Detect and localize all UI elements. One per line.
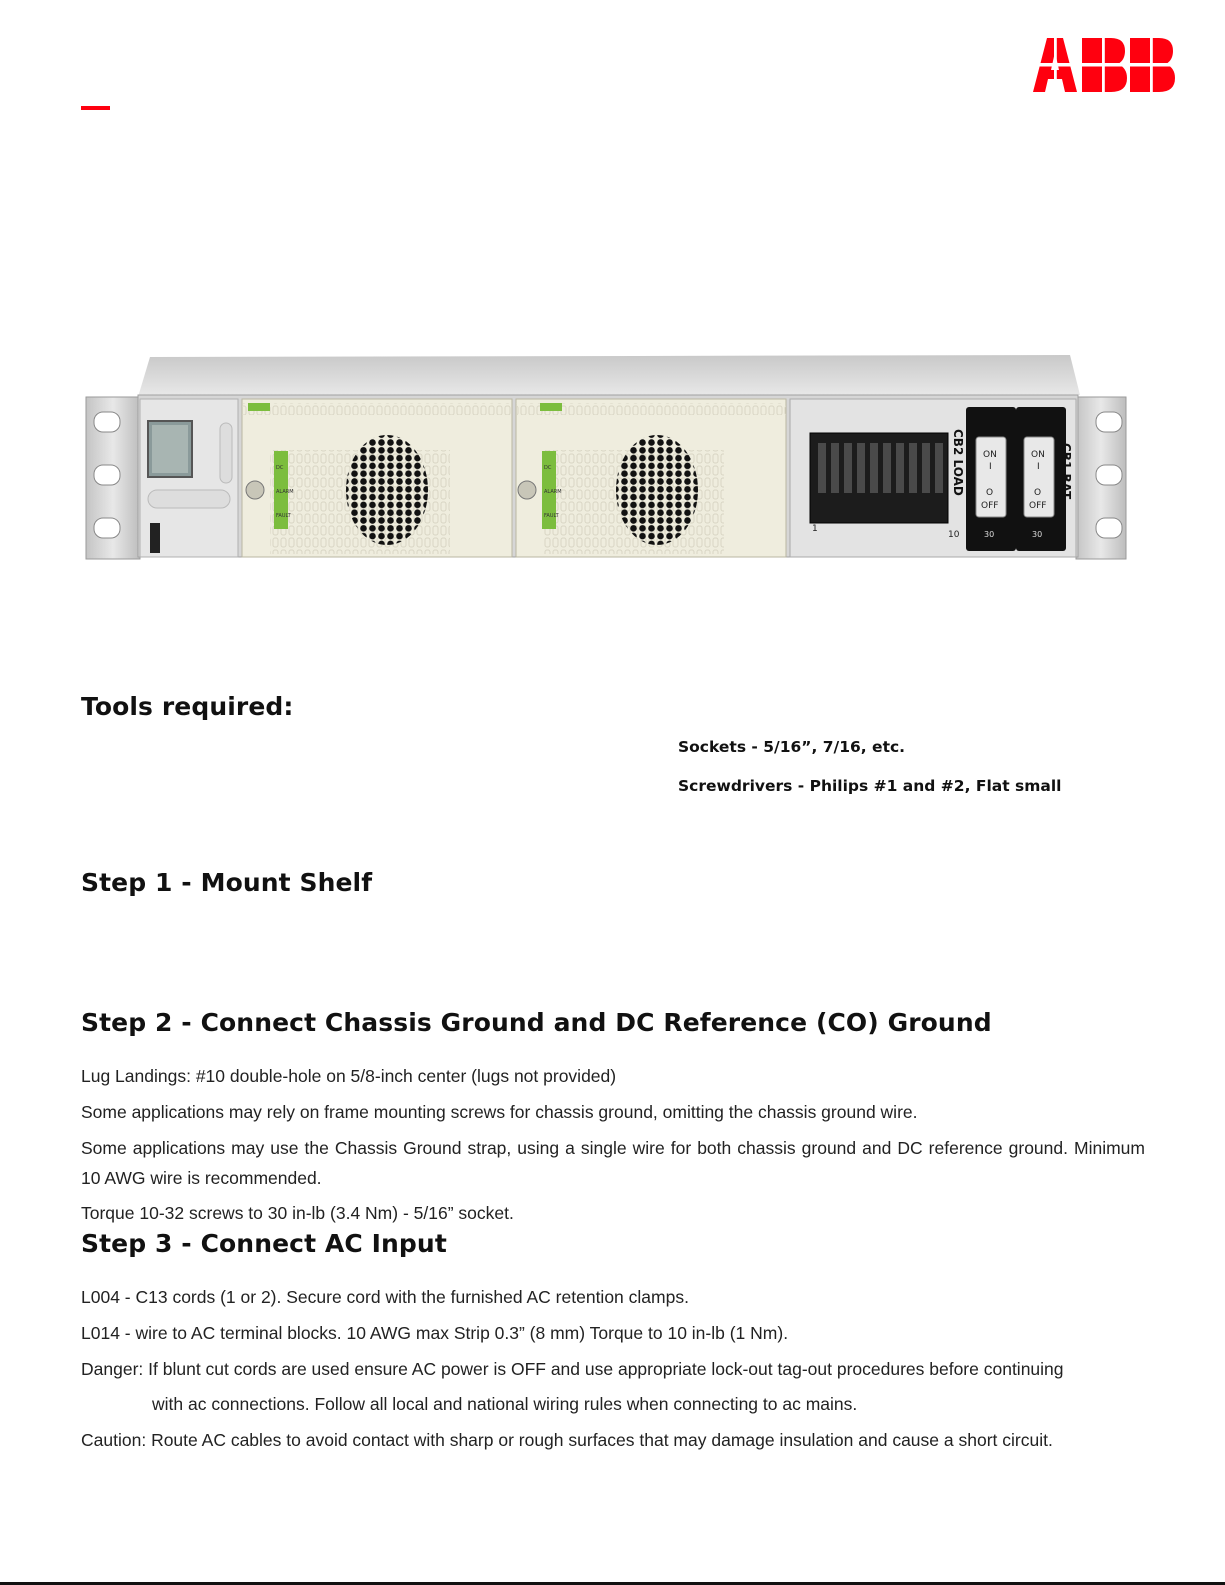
step3-danger: Danger: If blunt cut cords are used ensu… xyxy=(81,1359,1064,1379)
step1-heading: Step 1 - Mount Shelf xyxy=(81,868,373,897)
step2-line-frame: Some applications may rely on frame moun… xyxy=(81,1102,918,1122)
danger-text: If blunt cut cords are used ensure AC po… xyxy=(148,1359,1064,1379)
led-label-alarm-1: ALARM xyxy=(276,489,294,495)
accent-bar xyxy=(81,106,110,110)
caution-text: Route AC cables to avoid contact with sh… xyxy=(151,1430,1053,1450)
terminal-first-label: 1 xyxy=(812,524,818,534)
switch-off-label-1: OFF xyxy=(981,501,998,511)
power-shelf-image: CB2 LOAD CB1 BAT ON I O OFF ON I O OFF 3… xyxy=(85,355,1127,560)
danger-label: Danger: xyxy=(81,1359,144,1379)
switch-off-symbol-2: O xyxy=(1034,488,1041,498)
step3-caution: Caution: Route AC cables to avoid contac… xyxy=(81,1430,1053,1450)
tools-item-sockets: Sockets - 5/16”, 7/16, etc. xyxy=(678,738,906,756)
switch-on-label-2: ON xyxy=(1031,450,1045,460)
bottom-rule xyxy=(0,1582,1225,1585)
switch-on-label-1: ON xyxy=(983,450,997,460)
tools-item-screwdrivers: Screwdrivers - Philips #1 and #2, Flat s… xyxy=(678,777,1062,795)
step3-heading: Step 3 - Connect AC Input xyxy=(81,1229,447,1258)
switch-on-symbol-2: I xyxy=(1037,462,1040,472)
switch-off-label-2: OFF xyxy=(1029,501,1046,511)
terminal-last-label: 10 xyxy=(948,530,960,540)
step3-line-l014: L014 - wire to AC terminal blocks. 10 AW… xyxy=(81,1323,789,1343)
abb-logo xyxy=(1033,38,1175,92)
led-label-fault-1: FAULT xyxy=(276,513,292,519)
step2-heading: Step 2 - Connect Chassis Ground and DC R… xyxy=(81,1008,992,1037)
breaker-label-cb1: CB1 BAT xyxy=(1059,443,1073,500)
step2-line-torque: Torque 10-32 screws to 30 in-lb (3.4 Nm)… xyxy=(81,1203,514,1223)
breaker-rating-2: 30 xyxy=(1032,530,1042,539)
breaker-label-cb2: CB2 LOAD xyxy=(951,429,965,496)
step3-line-l004: L004 - C13 cords (1 or 2). Secure cord w… xyxy=(81,1287,689,1307)
switch-off-symbol-1: O xyxy=(986,488,993,498)
step2-line-strap: Some applications may use the Chassis Gr… xyxy=(81,1138,1145,1188)
led-label-alarm-2: ALARM xyxy=(544,489,562,495)
step2-line-lugs: Lug Landings: #10 double-hole on 5/8-inc… xyxy=(81,1066,617,1086)
led-label-fault-2: FAULT xyxy=(544,513,560,519)
led-label-dc-2: DC xyxy=(544,465,552,471)
step3-danger-cont: with ac connections. Follow all local an… xyxy=(152,1394,858,1414)
breaker-rating-1: 30 xyxy=(984,530,994,539)
led-label-dc-1: DC xyxy=(276,465,284,471)
tools-heading: Tools required: xyxy=(81,692,294,721)
switch-on-symbol-1: I xyxy=(989,462,992,472)
caution-label: Caution: xyxy=(81,1430,147,1450)
